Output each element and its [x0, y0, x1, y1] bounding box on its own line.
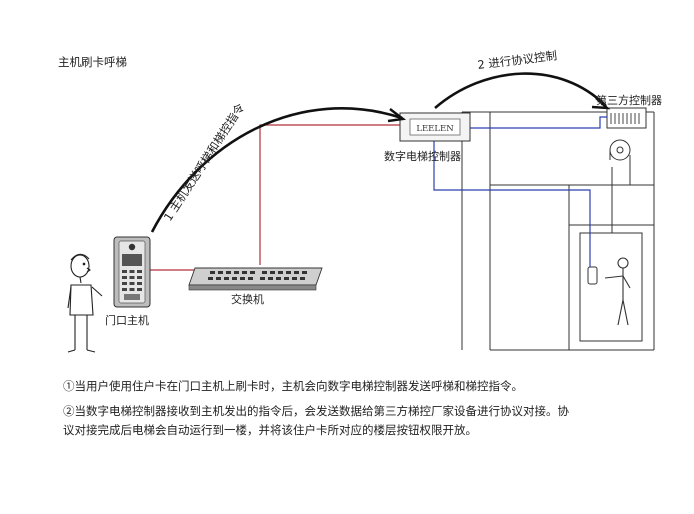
- door-station-label: 门口主机: [105, 314, 149, 327]
- building-outline: [461, 111, 655, 351]
- step2-label: 2 进行协议控制: [477, 48, 558, 72]
- digital-controller-label: 数字电梯控制器: [384, 150, 461, 163]
- third-party-controller-box: [606, 107, 647, 129]
- step1-arrow: [150, 107, 403, 233]
- diagram-title: 主机刷卡呼梯: [58, 55, 127, 69]
- pulley-icon: [609, 139, 631, 161]
- description-line-2a: ②当数字电梯控制器接收到主机发出的指令后，会发送数据给第三方梯控厂家设备进行协议…: [63, 404, 569, 418]
- control-cable: [433, 116, 607, 267]
- description-line-2b: 议对接完成后电梯会自动运行到一楼，并将该住户卡所对应的楼层按钮权限开放。: [63, 423, 477, 437]
- door-station-device: [113, 236, 151, 308]
- step1-label: 1 主机发送呼梯和梯控指令: [161, 100, 248, 223]
- resident-icon: [67, 253, 103, 353]
- network-cable: [150, 124, 400, 271]
- digital-elevator-controller-device: LEELEN: [399, 112, 471, 142]
- third-party-controller-label: 第三方控制器: [596, 94, 662, 107]
- network-switch-device: [188, 267, 323, 291]
- passenger-icon: [604, 257, 631, 326]
- switch-label: 交换机: [231, 293, 264, 306]
- elevator-car: [579, 155, 643, 342]
- description-line-1: ①当用户使用住户卡在门口主机上刷卡时，主机会向数字电梯控制器发送呼梯和梯控指令。: [63, 379, 523, 393]
- controller-brand-text: LEELEN: [416, 124, 454, 134]
- step2-arrow: [434, 72, 607, 109]
- elevator-button-panel: [587, 266, 598, 285]
